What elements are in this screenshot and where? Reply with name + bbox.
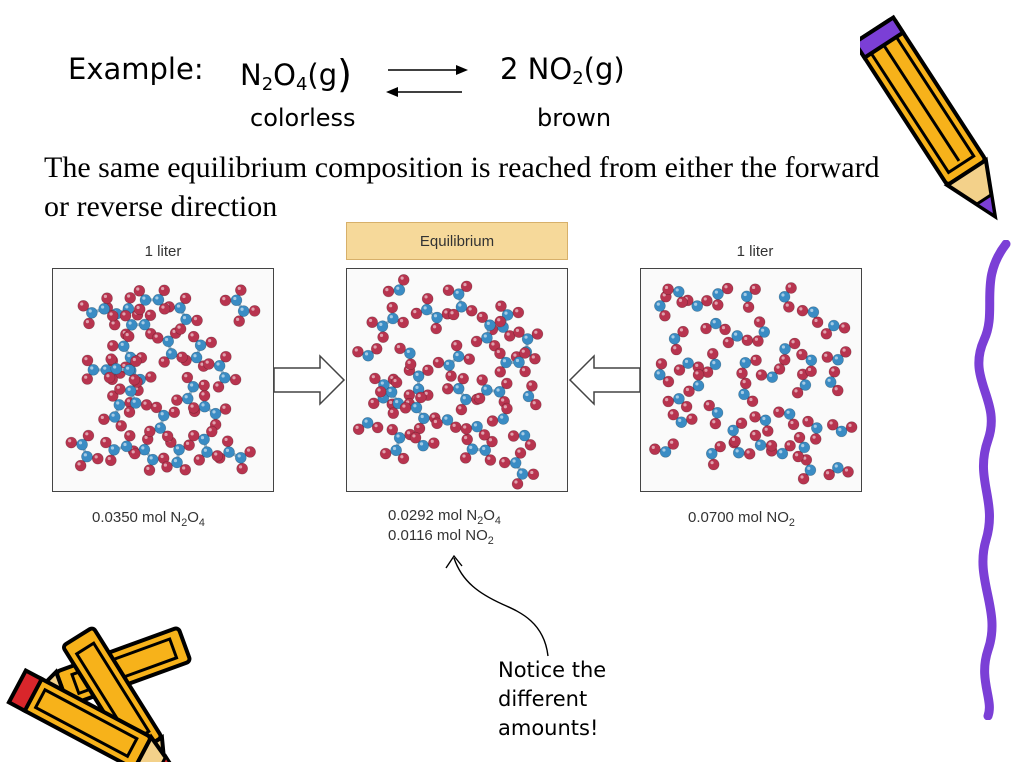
equation: Example: — [68, 52, 204, 86]
right-box-no2 — [640, 268, 862, 492]
notice-annotation: Notice the different amounts! — [498, 658, 607, 740]
left-volume-label: 1 liter — [144, 243, 182, 260]
curved-pointer-arrow-icon — [445, 554, 549, 657]
center-amount-no2: 0.0116 mol NO2 — [388, 527, 494, 547]
statement-text: The same equilibrium composition is reac… — [44, 151, 880, 223]
right-volume-label: 1 liter — [736, 243, 774, 260]
example-label: Example: — [68, 52, 204, 86]
left-box-n2o4 — [52, 268, 274, 492]
center-box-equilibrium — [346, 268, 568, 492]
right-amount: 0.0700 mol NO2 — [688, 509, 795, 529]
purple-squiggle-decoration — [974, 240, 1011, 720]
product-color-label: brown — [537, 104, 612, 132]
equilibrium-arrows-icon — [386, 65, 468, 97]
equilibrium-banner: Equilibrium — [346, 222, 568, 260]
equilibrium-molecules — [352, 274, 544, 490]
reactant-formula: N2O4(g) — [240, 52, 352, 96]
center-amount-n2o4: 0.0292 mol N2O4 — [388, 507, 501, 527]
arrow-right-icon — [273, 354, 346, 406]
reactant-color-label: colorless — [250, 104, 356, 132]
left-amount: 0.0350 mol N2O4 — [92, 509, 205, 529]
arrow-left-icon — [568, 354, 641, 406]
product-formula: 2 NO2(g) — [500, 52, 625, 90]
crossed-pencils-icon — [6, 626, 192, 762]
no2-molecules — [649, 282, 858, 485]
pencil-icon — [860, 14, 998, 221]
n2o4-molecules — [65, 284, 261, 476]
